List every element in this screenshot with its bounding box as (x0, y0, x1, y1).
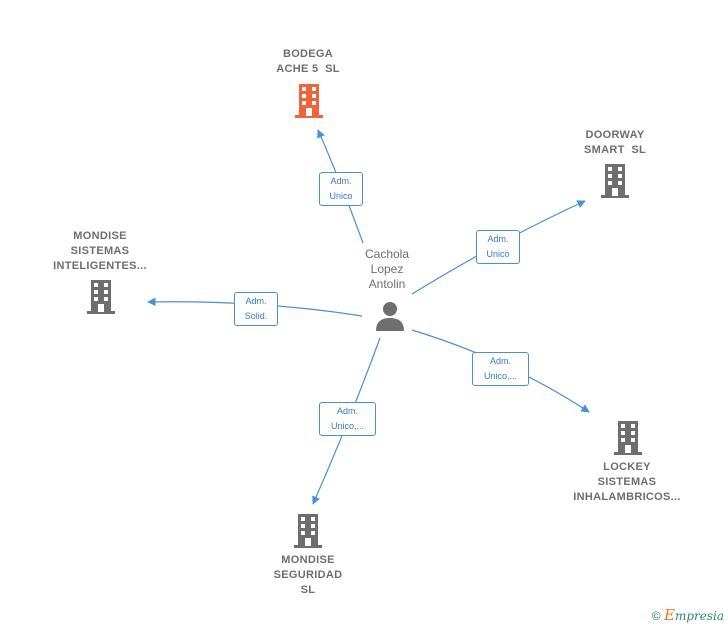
node-mondise-seguridad-name[interactable]: MONDISE SEGURIDAD SL (273, 554, 343, 596)
role-badge-lockey[interactable]: Adm. Unico,... (472, 352, 529, 386)
node-doorway-name[interactable]: DOORWAY SMART SL (584, 129, 646, 156)
building-icon[interactable] (295, 84, 323, 118)
building-icon[interactable] (614, 421, 642, 455)
building-icon[interactable] (601, 164, 629, 198)
center-person-name[interactable]: Cachola Lopez Antolin (364, 247, 410, 291)
empresia-logo-initial: E (663, 606, 675, 624)
empresia-credit[interactable]: © Empresia (652, 606, 724, 624)
copyright-symbol: © (651, 609, 661, 623)
role-badge-bodega[interactable]: Adm. Unico (319, 172, 363, 206)
node-mondise-sistemas-name[interactable]: MONDISE SISTEMAS INTELIGENTES... (53, 230, 147, 272)
role-badge-mondise-seguridad[interactable]: Adm. Unico,... (319, 402, 376, 436)
person-icon[interactable] (374, 300, 406, 332)
role-badge-mondise-sistemas[interactable]: Adm. Solid. (234, 292, 278, 326)
building-icon[interactable] (87, 280, 115, 314)
node-bodega-name[interactable]: BODEGA ACHE 5 SL (276, 48, 340, 75)
node-lockey-name[interactable]: LOCKEY SISTEMAS INHALAMBRICOS... (573, 461, 681, 503)
empresia-logo-text: mpresia (674, 609, 724, 623)
building-icon[interactable] (294, 514, 322, 548)
role-badge-doorway[interactable]: Adm. Unico (476, 230, 520, 264)
